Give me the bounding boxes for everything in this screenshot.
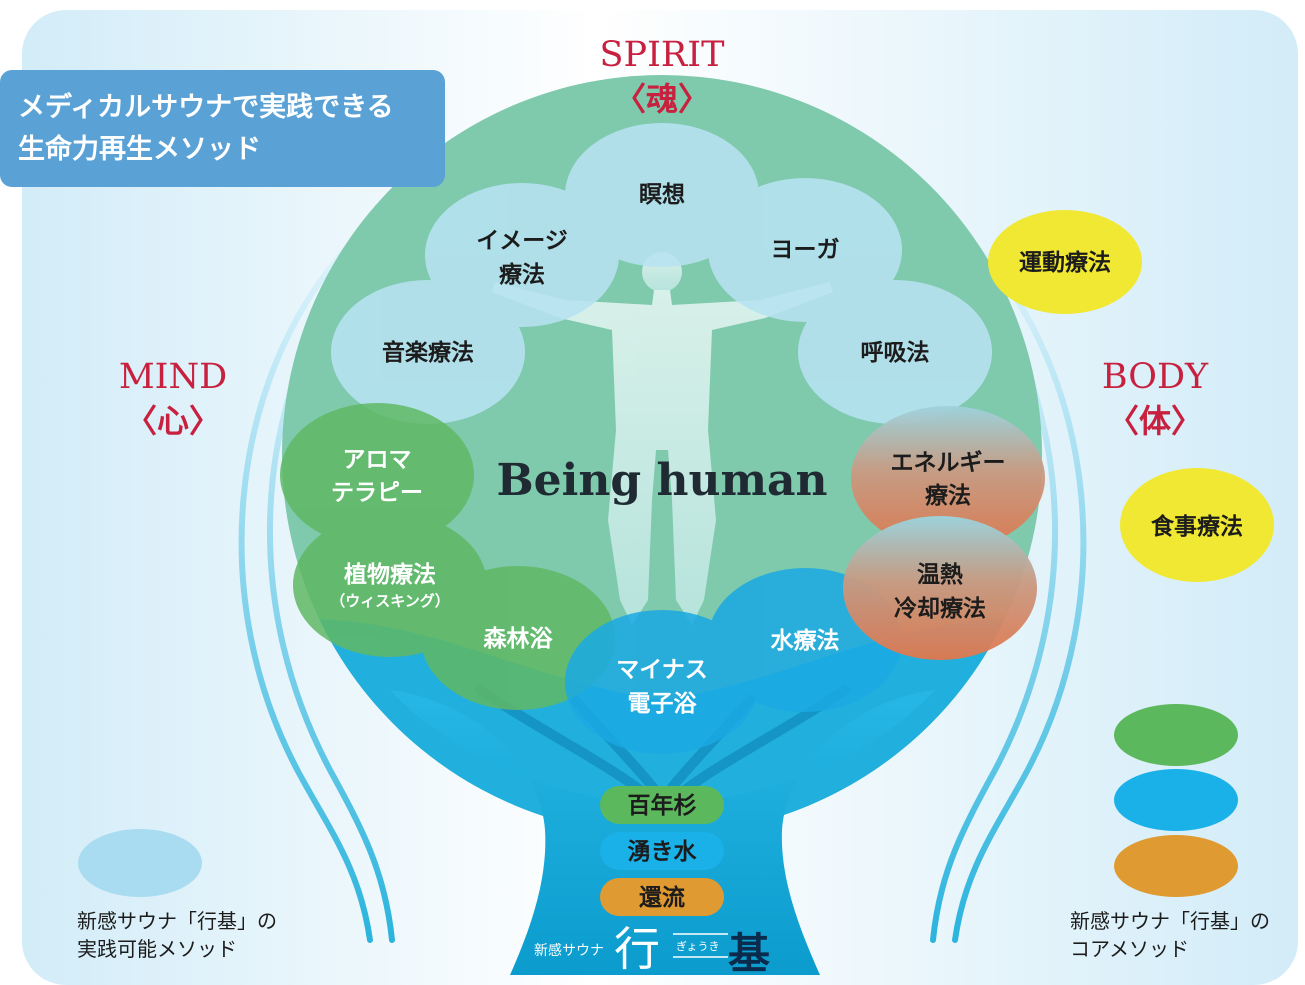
bubble-aroma: [280, 403, 474, 547]
mind-jp-label: 〈心〉: [125, 402, 221, 440]
plant-label-1: 植物療法: [344, 561, 436, 588]
bubble-negion: [565, 610, 759, 754]
breathing-label: 呼吸法: [861, 340, 930, 366]
aroma-label-2: テラピー: [331, 480, 423, 506]
negion-label-2: 電子浴: [628, 691, 698, 717]
brand-glyph-1: 行: [614, 922, 660, 976]
title-box: [0, 70, 445, 187]
thermal-label-2: 冷却療法: [894, 595, 986, 622]
spirit-label: SPIRIT: [600, 35, 725, 75]
bubble-music: [331, 280, 525, 424]
legend-core-swatch-orange: [1114, 835, 1238, 897]
imagery-label-1: イメージ: [476, 228, 568, 254]
center-label: Being human: [496, 455, 827, 506]
forest-label: 森林浴: [484, 625, 554, 652]
title-line-2: 生命力再生メソッド: [18, 133, 261, 165]
body-label: BODY: [1102, 357, 1209, 397]
plant-label-2: （ウィスキング）: [330, 592, 450, 610]
spirit-bubbles: [331, 123, 992, 424]
diet-label: 食事療法: [1151, 513, 1243, 540]
body-jp-label: 〈体〉: [1107, 402, 1203, 440]
bubble-meditation: [565, 123, 759, 267]
bubble-yoga: [708, 178, 902, 322]
energy-label-2: 療法: [925, 482, 971, 509]
spirit-jp-label: 〈魂〉: [614, 80, 710, 118]
brand-reading: ぎょうき: [676, 939, 719, 953]
thermal-label-1: 温熱: [917, 562, 963, 588]
brand-glyph-2: 基: [728, 929, 770, 978]
legend-core-swatch-blue: [1114, 769, 1238, 831]
brand-logo: 新感サウナ 行 ぎょうき 基: [534, 922, 770, 978]
bubble-breathing: [798, 280, 992, 424]
energy-label-1: エネルギー: [891, 450, 1006, 476]
bubble-thermal: [843, 516, 1037, 660]
legend-practice-swatch: [78, 829, 202, 897]
bubble-diet: [1120, 468, 1274, 582]
legend-practice-line-1: 新感サウナ「行基」の: [77, 909, 277, 933]
negion-label-1: マイナス: [616, 657, 708, 683]
bubble-exercise: [988, 210, 1142, 314]
yoga-label: ヨーガ: [771, 237, 840, 263]
core-pill-circulation: [600, 878, 724, 916]
hydro-label: 水療法: [771, 627, 840, 654]
core-cedar-label: 百年杉: [628, 792, 697, 819]
meditation-label: 瞑想: [639, 182, 685, 208]
music-label: 音楽療法: [382, 339, 474, 366]
aroma-label-1: アロマ: [343, 447, 412, 473]
core-circulation-label: 還流: [639, 884, 685, 911]
imagery-label-2: 療法: [499, 261, 545, 288]
legend-core-swatch-green: [1114, 704, 1238, 766]
legend-core-line-2: コアメソッド: [1070, 937, 1189, 961]
body-bubbles: [843, 406, 1045, 660]
legend-practice-line-2: 実践可能メソッド: [77, 937, 237, 961]
core-spring-label: 湧き水: [628, 839, 698, 865]
legend-core-line-1: 新感サウナ「行基」の: [1070, 909, 1270, 933]
bubble-energy: [851, 406, 1045, 550]
brand-prefix: 新感サウナ: [534, 942, 604, 959]
exercise-label: 運動療法: [1019, 249, 1111, 276]
title-line-1: メディカルサウナで実践できる: [18, 91, 394, 123]
core-pill-cedar: [600, 786, 724, 824]
mind-label: MIND: [119, 357, 227, 397]
core-pill-spring: [600, 832, 724, 870]
outer-arcs: [238, 247, 1087, 943]
